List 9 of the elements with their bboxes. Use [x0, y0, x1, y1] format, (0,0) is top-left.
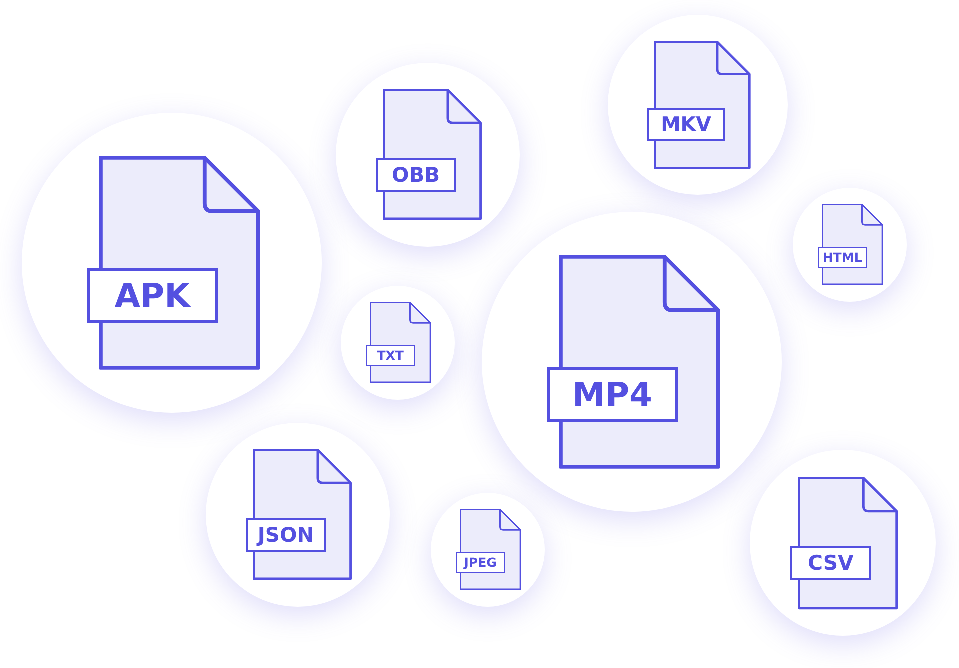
file-type-label: JSON — [246, 518, 326, 552]
file-type-label: MP4 — [547, 366, 678, 422]
file-type-label: OBB — [376, 158, 456, 192]
file-type-label: APK — [87, 268, 218, 323]
file-type-label: JPEG — [456, 552, 506, 573]
file-type-label: HTML — [818, 246, 868, 268]
file-type-label: TXT — [366, 344, 416, 366]
file-type-label: MKV — [647, 108, 726, 141]
file-type-label: CSV — [790, 546, 872, 580]
